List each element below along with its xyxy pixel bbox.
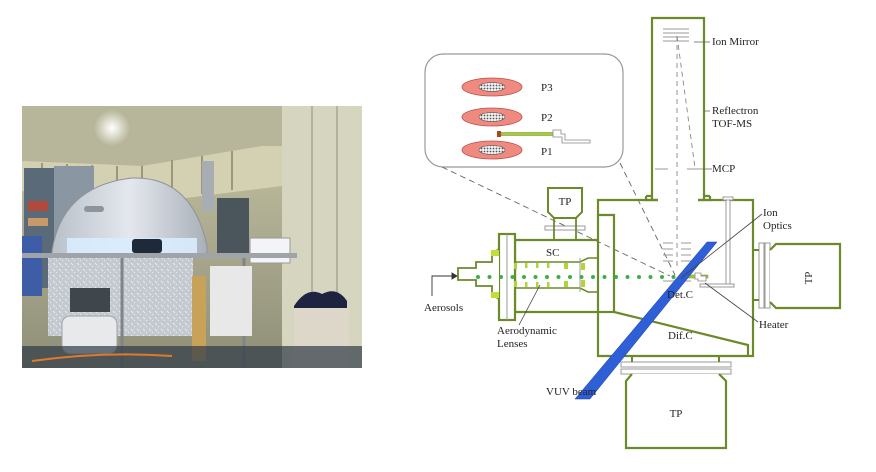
label-aerosols: Aerosols bbox=[424, 302, 463, 314]
particle-dot bbox=[499, 275, 503, 279]
inset-heater-rod bbox=[497, 129, 591, 144]
label-sc: SC bbox=[546, 247, 559, 259]
lens-label-leader bbox=[518, 284, 541, 326]
turbo-pump-top: TP bbox=[544, 187, 586, 240]
aerodynamic-lenses bbox=[514, 263, 585, 287]
photo-floor bbox=[22, 346, 362, 368]
particle-dot bbox=[614, 275, 618, 279]
label-tof-ms: TOF-MS bbox=[712, 118, 752, 130]
photo-compressor-motor bbox=[70, 288, 110, 312]
aerosol-input-arrow bbox=[431, 272, 458, 296]
ion-flight-path-down bbox=[676, 35, 696, 169]
photo-orange-cable bbox=[31, 353, 173, 362]
label-dif-c: Dif.C bbox=[668, 330, 693, 342]
aerodynamic-lens-tube bbox=[515, 257, 598, 293]
label-tp-bottom: TP bbox=[670, 408, 683, 420]
particle-dot bbox=[510, 275, 515, 279]
particle-dot bbox=[579, 275, 584, 279]
photo-dark-clothes bbox=[294, 291, 347, 308]
photo-wooden-frame bbox=[192, 276, 206, 361]
photo-blue-equipment bbox=[22, 236, 42, 296]
particle-dot bbox=[533, 275, 538, 279]
label-aerodynamic: Aerodynamic bbox=[497, 325, 557, 337]
label-tp-right: TP bbox=[803, 272, 815, 285]
label-det-c: Det.C bbox=[667, 289, 693, 301]
turbo-pump-bottom: TP bbox=[620, 356, 732, 450]
label-mcp: MCP bbox=[712, 163, 735, 175]
particle-dot bbox=[625, 275, 630, 279]
label-lenses: Lenses bbox=[497, 338, 528, 350]
label-p2: P2 bbox=[541, 112, 553, 124]
photo-railing bbox=[22, 253, 297, 258]
photo-dome-chamber bbox=[51, 177, 208, 257]
photo-laptop-screen bbox=[249, 237, 291, 264]
photo-vertical-column bbox=[202, 161, 214, 211]
particle-dot bbox=[476, 275, 480, 279]
photo-white-bag bbox=[210, 266, 252, 336]
particle-dot bbox=[487, 275, 492, 279]
particle-dot bbox=[648, 275, 653, 279]
label-tp-top: TP bbox=[559, 196, 572, 208]
ion-mirror bbox=[663, 28, 689, 42]
label-reflectron: Reflectron bbox=[712, 105, 759, 117]
particle-dot bbox=[522, 275, 526, 279]
photo-ceiling-light bbox=[94, 110, 130, 146]
lab-photo-illustration bbox=[22, 106, 362, 368]
label-ion-optics-1: Ion bbox=[763, 207, 778, 219]
lab-photo bbox=[22, 106, 362, 368]
particle-dot bbox=[591, 275, 595, 279]
inset-panel: P3 P2 P1 bbox=[424, 53, 624, 168]
main-chamber bbox=[596, 198, 755, 358]
label-vuv-beam: VUV beam bbox=[546, 386, 597, 398]
photo-dark-bag bbox=[132, 239, 162, 253]
heater-leader bbox=[704, 282, 759, 323]
inset-callout-line-left bbox=[441, 166, 671, 277]
inset-plate-p2: P2 bbox=[461, 107, 553, 127]
label-p3: P3 bbox=[541, 82, 553, 94]
inset-plate-p1: P1 bbox=[461, 140, 553, 160]
particle-dot bbox=[671, 275, 676, 279]
particle-dot bbox=[568, 275, 572, 279]
label-ion-mirror: Ion Mirror bbox=[712, 36, 759, 48]
particle-dot bbox=[545, 275, 549, 279]
inset-border bbox=[424, 53, 624, 168]
particle-dot bbox=[637, 275, 641, 279]
heater-support bbox=[699, 196, 735, 288]
inset-callout-line-right bbox=[619, 162, 676, 276]
particle-dot bbox=[660, 275, 664, 279]
heater-block bbox=[694, 272, 707, 282]
ion-optics-leader bbox=[680, 213, 763, 279]
label-heater: Heater bbox=[759, 319, 789, 331]
particle-dot bbox=[556, 275, 561, 279]
vuv-beam bbox=[574, 241, 718, 400]
particle-dot bbox=[602, 275, 607, 279]
label-p1: P1 bbox=[541, 146, 553, 158]
aerosol-inlet bbox=[457, 248, 500, 300]
label-ion-optics-2: Optics bbox=[763, 220, 792, 232]
photo-rack-right bbox=[217, 198, 249, 253]
particle-beam bbox=[476, 275, 676, 279]
inset-plate-p3: P3 bbox=[461, 77, 553, 97]
turbo-pump-right: TP bbox=[753, 242, 842, 310]
